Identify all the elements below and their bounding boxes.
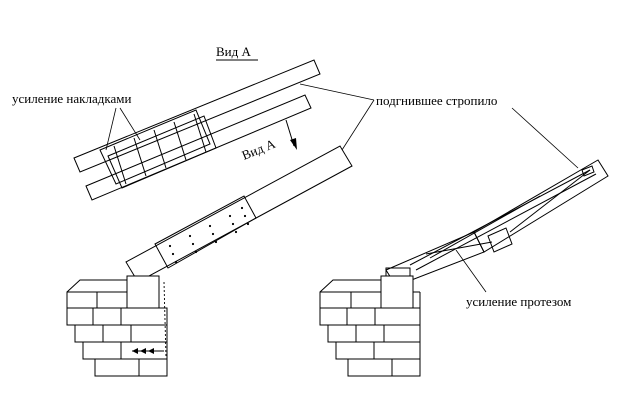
right-wall-plate-top [385,267,411,277]
right-prosthesis-joint [487,227,513,253]
right-rafter [473,159,609,253]
view-a-bolt-3 [153,129,167,169]
view-a-bolt-5 [193,113,207,153]
plates-leader-2 [119,107,141,141]
left-bolt-dots [168,206,250,264]
left-anchor-dashed [163,281,167,359]
left-wall-arrows [132,348,164,354]
left-wall-plate [126,275,160,309]
view-a-arrow-head [290,138,297,150]
view-a-lower-plank [85,94,312,201]
plates-leader-1 [105,107,117,151]
right-brick-wall [319,279,421,377]
right-strap-3 [429,195,541,259]
right-strap-5 [509,169,591,233]
rotten-rafter-label: подгнившее стропило [376,93,497,108]
rotten-leader-upper [299,83,375,101]
reinforcement-plates-label: усиление накладками [12,91,131,106]
view-a-bolt-1 [113,145,127,185]
left-rafter [125,145,353,283]
view-a-arrow-label: Вид А [240,136,279,163]
right-strap-2 [415,173,597,271]
left-brick-wall [66,279,168,377]
prosthesis-leader [455,249,487,293]
rotten-leader-right [511,107,579,169]
right-strap-4 [425,241,493,255]
right-wall-plate [380,275,414,309]
view-a-overlay-plate-1 [99,109,211,185]
view-a-bolt-4 [173,121,187,161]
rotten-leader-left [341,99,375,151]
reinforcement-prosthesis-label: усиление протезом [466,294,571,309]
view-a-overlay-plate-2 [107,115,217,189]
view-a-planks [73,59,321,201]
view-a-title: Вид А [216,44,251,59]
right-rafter-assembly [319,159,609,377]
right-rafter-end-detail [581,165,595,177]
right-strap-1 [409,169,591,266]
view-a-bolt-2 [133,137,147,177]
left-rafter-assembly [66,145,353,377]
left-overlay-plate [154,195,257,269]
